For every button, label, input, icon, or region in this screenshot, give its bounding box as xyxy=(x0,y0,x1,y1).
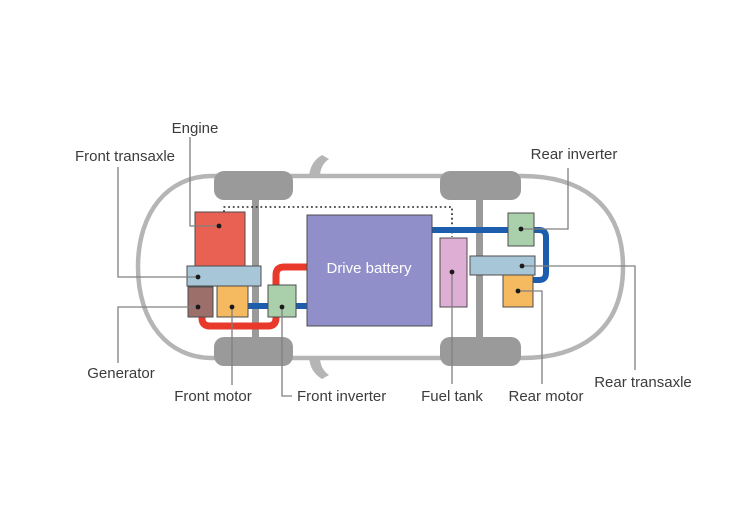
front-inverter-leader-line xyxy=(281,307,292,397)
component-labels: Engine Front transaxle Generator Front m… xyxy=(75,120,692,405)
generator-label: Generator xyxy=(87,365,155,382)
rear-inverter-leader-line xyxy=(521,168,569,230)
front-transaxle-anchor-dot xyxy=(195,274,201,280)
side-mirror-lower-icon xyxy=(309,357,329,379)
wheel-rear-lower xyxy=(440,337,521,366)
leader-lines xyxy=(117,137,636,397)
front-motor-anchor-dot xyxy=(229,304,235,310)
front-transaxle-label: Front transaxle xyxy=(75,148,175,165)
components xyxy=(186,211,536,327)
engine-anchor-dot xyxy=(216,223,222,229)
front-motor-label: Front motor xyxy=(174,388,252,405)
front-inverter-anchor-dot xyxy=(279,304,285,310)
wheel-front-lower xyxy=(214,337,293,366)
rear-transaxle-leader-line xyxy=(522,265,636,370)
anchor-dots xyxy=(195,223,525,310)
rear-transaxle-label: Rear transaxle xyxy=(594,374,692,391)
rear-transaxle-anchor-dot xyxy=(519,263,525,269)
car-body-outline xyxy=(135,173,626,361)
generator-box xyxy=(187,286,214,318)
rear-motor-anchor-dot xyxy=(515,288,521,294)
power-cable-blue-rear xyxy=(432,227,549,283)
side-mirror-upper-icon xyxy=(309,155,329,177)
power-cable-red xyxy=(198,263,307,330)
wheel-front-upper xyxy=(214,171,293,200)
front-transaxle-leader-line xyxy=(117,167,198,278)
rear-motor-leader-line xyxy=(518,290,543,384)
rear-inverter-label: Rear inverter xyxy=(531,146,618,163)
generator-leader-line xyxy=(117,306,198,363)
fuel-tank-anchor-dot xyxy=(449,269,455,275)
drive-battery-label: Drive battery xyxy=(326,260,412,277)
drive-battery-box xyxy=(306,214,433,327)
engine-box xyxy=(194,211,246,267)
front-inverter-label: Front inverter xyxy=(297,388,386,405)
fuel-tank-label: Fuel tank xyxy=(421,388,483,405)
rear-motor-label: Rear motor xyxy=(508,388,583,405)
wheel-rear-upper xyxy=(440,171,521,200)
engine-leader-line xyxy=(189,137,219,227)
generator-anchor-dot xyxy=(195,304,201,310)
engine-label: Engine xyxy=(172,120,219,137)
rear-inverter-anchor-dot xyxy=(518,226,524,232)
